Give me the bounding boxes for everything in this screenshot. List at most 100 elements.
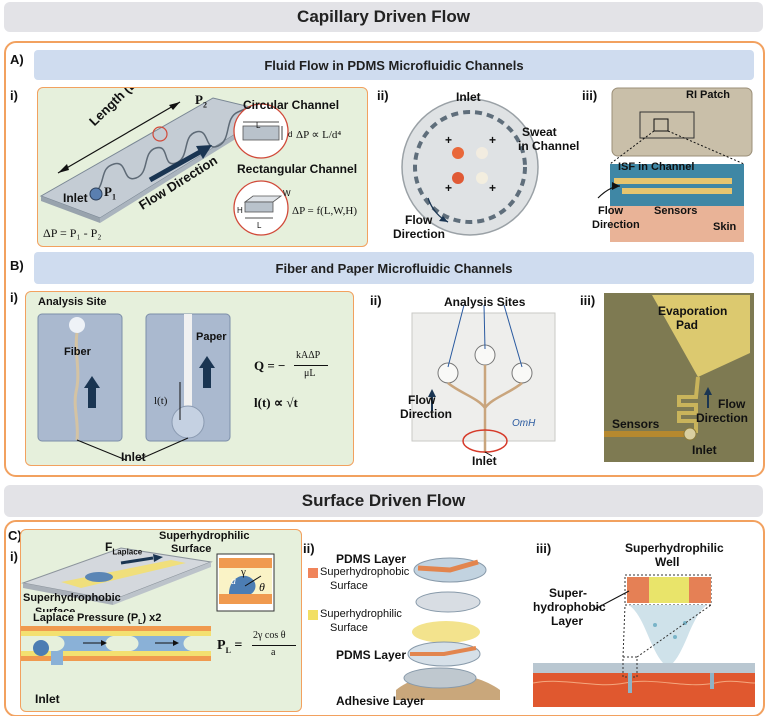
flow-rate-lhs: Q = −: [254, 358, 286, 373]
radius-label: a: [231, 576, 236, 587]
inlet-label: Inlet: [63, 191, 88, 205]
flow-rate-denominator: μL: [304, 368, 316, 379]
ri-patch-label: RI Patch: [686, 89, 731, 101]
svg-text:+: +: [445, 181, 452, 195]
thread-device-photo: [411, 304, 556, 457]
panel-b-ii-label: ii): [370, 293, 382, 308]
pdms-layer-top-label: PDMS Layer: [336, 552, 407, 566]
lt-label: l(t): [154, 395, 168, 407]
superhydrophobic-surface-label-2: Surface: [330, 580, 368, 592]
superhydrophilic-surface-label-1: Superhydrophilic: [320, 608, 402, 620]
isf-flow-label-2: Direction: [592, 219, 640, 231]
evaporation-label-1: Evaporation: [658, 304, 728, 318]
capillary-flow-banner: Capillary Driven Flow: [4, 2, 763, 32]
laplace-fraction-bar: [252, 645, 296, 646]
theta-label: θ: [259, 580, 265, 594]
pad-inlet-label: Inlet: [692, 443, 717, 457]
circular-length-label: L: [256, 121, 261, 130]
panel-b-iii: Evaporation Pad Flow Direction Sensors I…: [604, 293, 754, 462]
paper-label: Paper: [196, 331, 227, 343]
wicking-equation: l(t) ∝ √t: [254, 395, 298, 410]
sweat-flow-label-2: Direction: [393, 227, 446, 241]
section-c-label: C): [8, 528, 22, 543]
rect-width-label: W: [283, 189, 291, 198]
isf-flow-label-1: Flow: [598, 205, 624, 217]
section-a-title: Fluid Flow in PDMS Microfluidic Channels: [34, 50, 754, 80]
panel-c-i-label: i): [10, 549, 18, 564]
sweat-channel-label-2: in Channel: [518, 139, 580, 153]
superhydrophilic-well-illustration: [532, 574, 756, 707]
panel-a-iii-label: iii): [582, 88, 598, 103]
superhydrophilic-well-label-2: Well: [655, 555, 680, 569]
rectangular-equation: ΔP = f(L,W,H): [292, 205, 358, 217]
pdms-channel-illustration: [39, 97, 289, 236]
superhydrophilic-well-label-1: Superhydrophilic: [625, 541, 724, 555]
superhydrophilic-surface-label-2: Surface: [330, 622, 368, 634]
superhydrophobic-layer-label-3: Layer: [551, 614, 584, 628]
circular-equation: ΔP ∝ L/d⁴: [296, 129, 342, 141]
panel-a-i-label: i): [10, 88, 18, 103]
section-a-label: A): [10, 52, 24, 67]
pressure-drop-equation: ΔP = P₁ - P₂: [43, 226, 102, 240]
superhydrophilic-label-2: Surface: [171, 543, 212, 555]
sweat-inlet-label: Inlet: [456, 90, 481, 104]
thread-marking-text: OmH: [512, 418, 536, 429]
skin-label: Skin: [713, 221, 737, 233]
panel-b-i: Analysis Site Fiber Paper l(t) Inlet Q =…: [25, 291, 354, 466]
laplace-pressure-label: Laplace Pressure (PL) x2: [33, 612, 162, 627]
flow-rate-numerator: kAΔP: [296, 350, 321, 361]
pad-flow-label-1: Flow: [718, 397, 746, 411]
circular-diameter-label: d: [288, 130, 293, 139]
evaporation-pad-photo: [604, 293, 754, 462]
thread-flow-label-1: Flow: [408, 393, 436, 407]
pad-flow-label-2: Direction: [696, 411, 749, 425]
laplace-equation-denominator: a: [271, 647, 276, 658]
panel-a-ii-label: ii): [377, 88, 389, 103]
pad-sensors-label: Sensors: [612, 417, 660, 431]
panel-a-i: Length (L) P2 P1 Inlet Flow Direction ΔP…: [37, 87, 368, 247]
fiber-label: Fiber: [64, 346, 91, 358]
sweat-flow-label-1: Flow: [405, 213, 433, 227]
paper-inlet-label: Inlet: [121, 450, 146, 464]
superhydrophilic-label-1: Superhydrophilic: [159, 530, 250, 542]
exploded-layer-stack: [308, 557, 500, 700]
evaporation-label-2: Pad: [676, 318, 699, 332]
panel-c-ii: PDMS Layer Superhydrophobic Surface Supe…: [300, 540, 520, 712]
superhydrophobic-layer-label-2: hydrophobic: [533, 600, 606, 614]
analysis-site-label: Analysis Site: [38, 296, 107, 308]
section-b-title: Fiber and Paper Microfluidic Channels: [34, 252, 754, 284]
circular-channel-title: Circular Channel: [243, 98, 340, 112]
adhesive-layer-label: Adhesive Layer: [336, 694, 425, 708]
superhydrophobic-label-1: Superhydrophobic: [23, 592, 121, 604]
section-b-label: B): [10, 258, 24, 273]
sensors-label: Sensors: [654, 205, 698, 217]
panel-b-ii: Analysis Sites Flow Direction Inlet OmH: [400, 293, 570, 469]
analysis-sites-label: Analysis Sites: [444, 295, 526, 309]
surface-flow-banner: Surface Driven Flow: [4, 485, 763, 517]
panel-c-iii-label: iii): [536, 541, 552, 556]
pdms-layer-bottom-label: PDMS Layer: [336, 648, 407, 662]
rect-height-label: H: [237, 206, 243, 215]
svg-text:+: +: [489, 133, 496, 147]
panel-b-i-label: i): [10, 290, 18, 305]
thread-flow-label-2: Direction: [400, 407, 453, 421]
svg-text:+: +: [445, 133, 452, 147]
superhydrophobic-surface-label-1: Superhydrophobic: [320, 566, 410, 578]
panel-a-ii: + + + + Inlet Sweat in Channel Flow Dire…: [378, 88, 580, 246]
fiber-paper-illustration: [37, 313, 231, 461]
rect-length-label: L: [257, 221, 262, 230]
panel-c-i: FLaplace Superhydrophilic Surface Superh…: [20, 529, 302, 712]
ri-patch-illustration: [597, 87, 753, 242]
sweat-patch-photo: + + + +: [401, 98, 539, 236]
flow-rate-fraction-bar: [294, 365, 328, 366]
panel-c-ii-label: ii): [303, 541, 315, 556]
panel-c-iii: Superhydrophilic Well Super- hydrophobic…: [525, 527, 759, 712]
sweat-channel-label-1: Sweat: [522, 125, 557, 139]
p2-label: P2: [195, 92, 207, 110]
panel-a-iii: RI Patch ISF in Channel Sensors Flow Dir…: [592, 86, 762, 246]
thread-inlet-label: Inlet: [472, 454, 497, 468]
wettability-channel-illustration: [21, 547, 275, 665]
svg-text:+: +: [489, 181, 496, 195]
gamma-label: γ: [241, 566, 246, 578]
